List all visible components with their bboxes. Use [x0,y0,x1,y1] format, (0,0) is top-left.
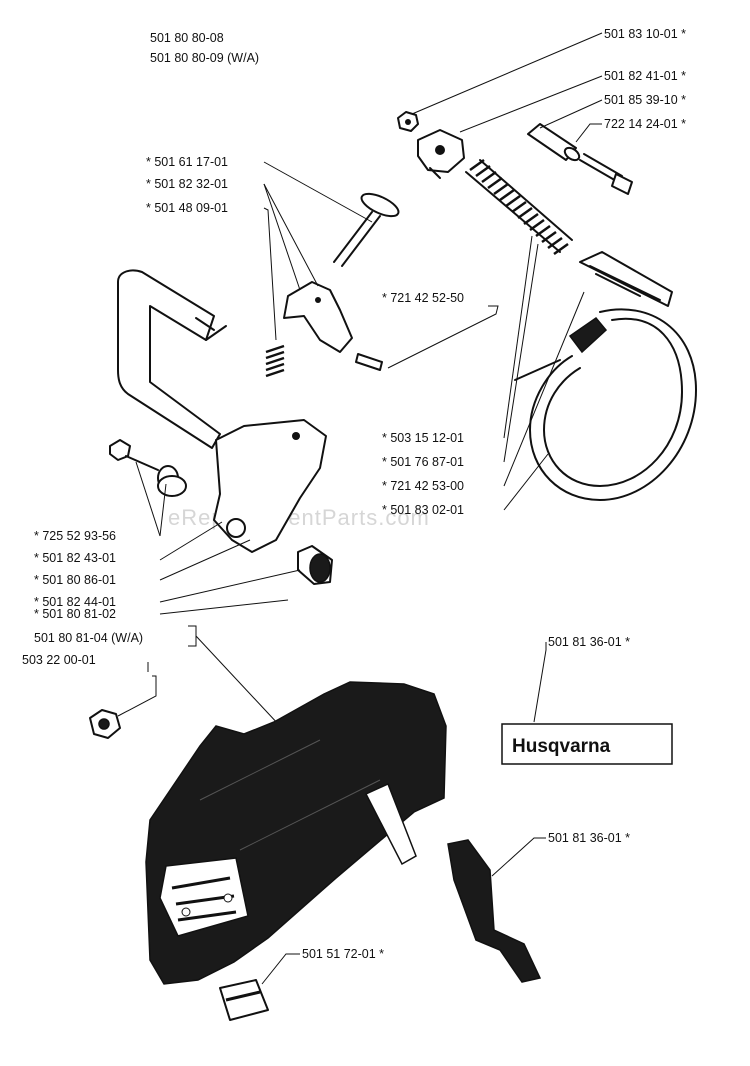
roll-pin [355,353,383,371]
knob-part [297,545,333,585]
bolt-part [109,439,159,471]
part-label: * 503 15 12-01 [382,431,464,445]
husqvarna-decal: Husqvarna [501,723,673,765]
nut-lower [89,709,121,739]
part-label: 501 81 36-01 * [548,635,630,649]
plunger-pin [333,192,400,267]
part-label: 501 51 72-01 * [302,947,384,961]
part-label: * 721 42 53-00 [382,479,464,493]
part-label: * 501 48 09-01 [146,201,228,215]
assembly-number-wa: 501 80 80-09 (W/A) [150,51,259,65]
brake-spring [465,158,573,256]
clutch-cover [145,681,447,985]
part-label: 501 81 36-01 * [548,831,630,845]
logo-text: Husqvarna [512,736,611,757]
part-label: 501 85 39-10 * [604,93,686,107]
part-label: * 501 82 32-01 [146,177,228,191]
assembly-number: 501 80 80-08 [150,31,224,45]
small-spring [265,344,285,378]
part-label: 501 82 41-01 * [604,69,686,83]
part-label: * 501 76 87-01 [382,455,464,469]
bushing-part [157,465,187,497]
part-label: * 501 83 02-01 [382,503,464,517]
part-label: * 721 42 52-50 [382,291,464,305]
part-label: 501 83 10-01 * [604,27,686,41]
watermark: eReplacementParts.com [168,505,430,530]
part-label: * 501 82 44-01 [34,595,116,609]
part-label: 501 80 81-04 (W/A) [34,631,143,645]
sleeve-part [527,123,581,162]
brake-lever [283,281,353,353]
brake-band [514,251,697,501]
screw-part [579,153,633,195]
part-label: * 501 61 17-01 [146,155,228,169]
part-label: * 501 82 43-01 [34,551,116,565]
clamp-part [417,129,465,179]
part-label: 503 22 00-01 [22,653,96,667]
hand-guard [117,269,327,553]
part-label: * 501 80 86-01 [34,573,116,587]
part-label: * 725 52 93-56 [34,529,116,543]
nut-part [397,111,419,132]
guide-plate [447,839,542,983]
part-label: * 501 80 81-02 [34,607,116,621]
small-block [219,979,269,1021]
part-label: 722 14 24-01 * [604,117,686,131]
